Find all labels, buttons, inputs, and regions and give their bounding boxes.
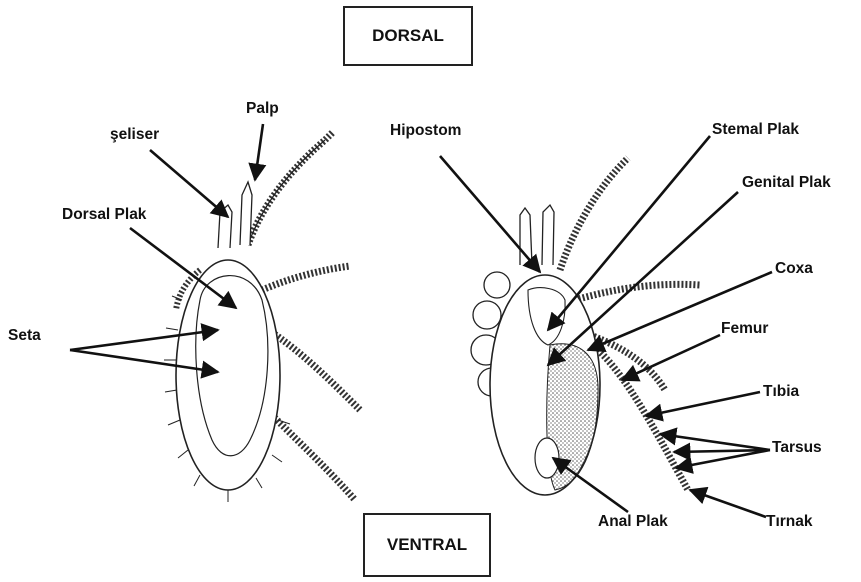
label-genital-plak: Genital Plak — [742, 175, 831, 191]
label-seliser: şeliser — [110, 127, 159, 143]
dorsal-view-title: DORSAL — [343, 6, 473, 66]
ventral-coxa-1 — [484, 272, 510, 298]
ventral-view-title: VENTRAL — [363, 513, 491, 577]
label-coxa: Coxa — [775, 261, 813, 277]
ventral-palp-right — [542, 205, 554, 265]
ventral-mite-drawing — [471, 158, 700, 495]
dorsal-leg-1 — [248, 132, 333, 245]
arrow-tibia — [646, 392, 760, 416]
label-sternal-plak: Stemal Plak — [712, 122, 799, 138]
arrow-sternal-plak — [548, 136, 710, 330]
label-seta: Seta — [8, 328, 41, 344]
label-femur: Femur — [721, 321, 768, 337]
arrow-tirnak — [690, 490, 766, 517]
label-anal-plak: Anal Plak — [598, 514, 668, 530]
arrow-palp — [255, 124, 263, 180]
ventral-anal-plate — [535, 438, 559, 478]
dorsal-leg-3 — [268, 330, 360, 410]
dorsal-palp — [240, 182, 252, 245]
label-hipostom: Hipostom — [390, 123, 461, 139]
label-tirnak: Tırnak — [766, 514, 813, 530]
label-tarsus: Tarsus — [772, 440, 822, 456]
arrow-coxa — [588, 272, 772, 350]
ventral-coxa-2 — [473, 301, 501, 329]
arrow-seliser — [150, 150, 228, 217]
label-tibia: Tıbia — [763, 384, 799, 400]
arrow-tarsus-1 — [660, 434, 770, 450]
ventral-leg-2 — [575, 284, 700, 300]
label-dorsal-plak: Dorsal Plak — [62, 207, 146, 223]
arrow-femur — [622, 335, 720, 380]
dorsal-leg-2 — [262, 266, 350, 290]
ventral-leg-1 — [560, 158, 628, 270]
label-palp: Palp — [246, 101, 279, 117]
